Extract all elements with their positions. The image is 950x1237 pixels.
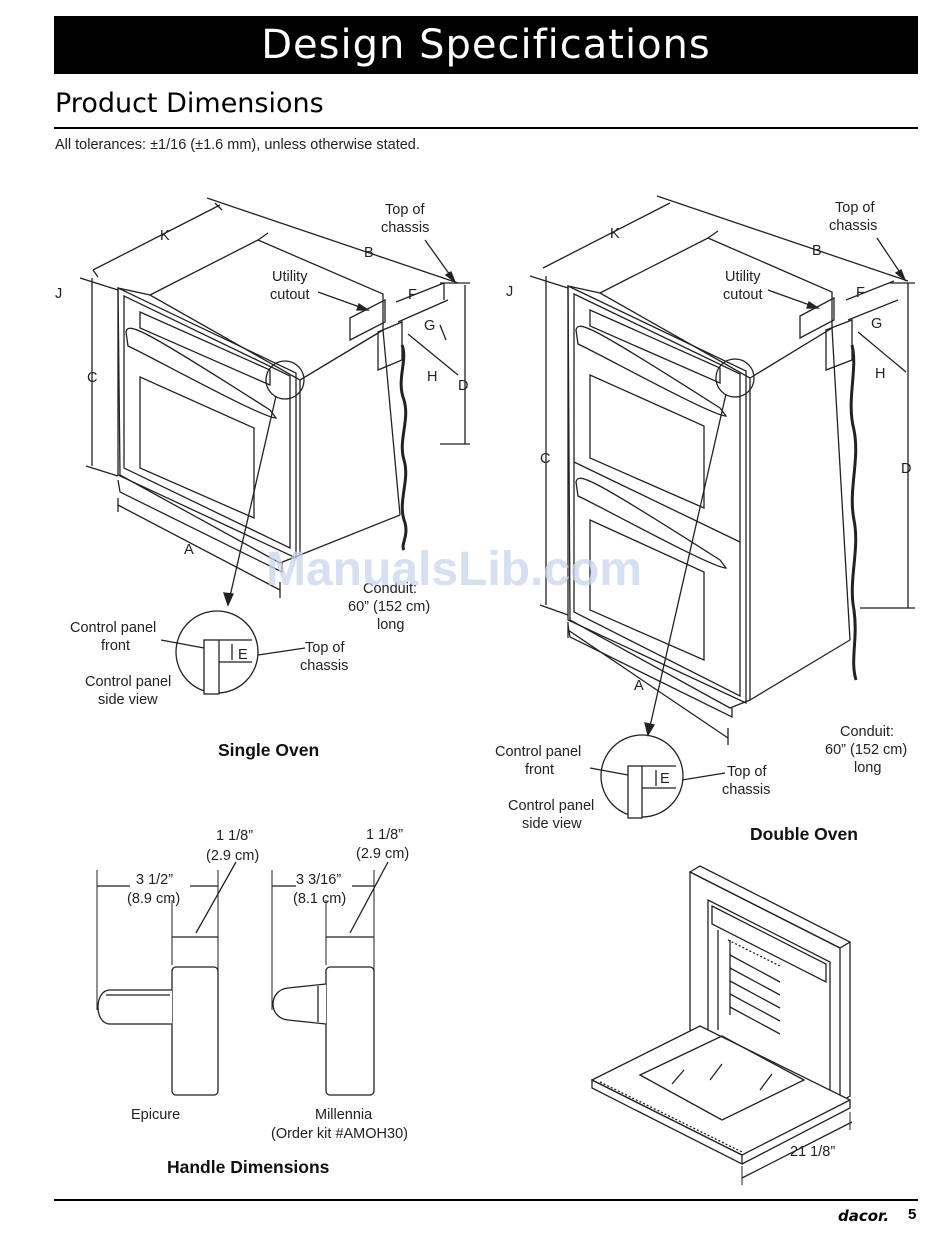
double-cp-front-1: Control panel (495, 744, 581, 760)
page-banner: Design Specifications (54, 16, 918, 74)
watermark: ManualsLib.com (266, 543, 642, 596)
double-oven-diagram (529, 195, 915, 819)
single-utility-2: cutout (270, 287, 310, 303)
single-oven-diagram (79, 197, 470, 695)
double-dim-k: K (610, 226, 620, 242)
millennia-depth-1: 3 3/16” (296, 872, 341, 888)
single-conduit-2: 60” (152 cm) (348, 599, 430, 615)
millennia-kit: (Order kit #AMOH30) (271, 1126, 408, 1142)
single-dim-a: A (184, 542, 194, 558)
double-cp-side-2: side view (522, 816, 582, 832)
double-utility-2: cutout (723, 287, 763, 303)
open-door-dimension: 21 1/8” (790, 1144, 835, 1160)
footer-divider (54, 1199, 918, 1201)
millennia-offset-1: 1 1/8” (366, 827, 403, 843)
single-cp-front-1: Control panel (70, 620, 156, 636)
epicure-offset-2: (2.9 cm) (206, 848, 259, 864)
single-dim-k: K (160, 228, 170, 244)
millennia-depth-2: (8.1 cm) (293, 891, 346, 907)
single-conduit-3: long (377, 617, 404, 633)
double-dim-d: D (901, 461, 911, 477)
page-number: 5 (908, 1206, 917, 1223)
tolerance-note: All tolerances: ±1/16 (±1.6 mm), unless … (55, 137, 420, 153)
double-dim-f: F (856, 285, 865, 301)
double-detail-top-2: chassis (722, 782, 770, 798)
double-dim-c: C (540, 451, 550, 467)
double-utility-1: Utility (725, 269, 761, 285)
double-conduit-3: long (854, 760, 881, 776)
single-dim-g: G (424, 318, 435, 334)
single-cp-front-2: front (101, 638, 130, 654)
brand-logo: dacor. (838, 1207, 890, 1225)
handle-dimensions-diagram (96, 861, 389, 1096)
epicure-name: Epicure (131, 1107, 180, 1123)
single-dim-f: F (408, 287, 417, 303)
single-detail-top-2: chassis (300, 658, 348, 674)
double-cp-front-2: front (525, 762, 554, 778)
single-oven-caption: Single Oven (218, 740, 319, 760)
single-top-chassis-1: Top of (385, 202, 425, 218)
open-door-oven-diagram (590, 865, 853, 1185)
single-dim-e: E (238, 647, 248, 663)
double-top-chassis-1: Top of (835, 200, 875, 216)
single-dim-d: D (458, 378, 468, 394)
section-title: Product Dimensions (55, 88, 324, 119)
double-dim-a: A (634, 678, 644, 694)
double-dim-h: H (875, 366, 885, 382)
double-cp-side-1: Control panel (508, 798, 594, 814)
single-detail-top-1: Top of (305, 640, 345, 656)
single-conduit-1: Conduit: (363, 581, 417, 597)
double-top-chassis-2: chassis (829, 218, 877, 234)
single-cp-side-1: Control panel (85, 674, 171, 690)
millennia-offset-2: (2.9 cm) (356, 846, 409, 862)
single-dim-h: H (427, 369, 437, 385)
epicure-depth-2: (8.9 cm) (127, 891, 180, 907)
double-dim-e: E (660, 771, 670, 787)
banner-title: Design Specifications (261, 22, 711, 68)
single-top-chassis-2: chassis (381, 220, 429, 236)
epicure-depth-1: 3 1/2” (136, 872, 173, 888)
single-cp-side-2: side view (98, 692, 158, 708)
section-divider (54, 127, 918, 129)
single-dim-j: J (55, 286, 62, 302)
millennia-name: Millennia (315, 1107, 373, 1123)
single-dim-c: C (87, 370, 97, 386)
double-conduit-1: Conduit: (840, 724, 894, 740)
handle-dimensions-caption: Handle Dimensions (167, 1157, 330, 1177)
double-dim-g: G (871, 316, 882, 332)
double-oven-caption: Double Oven (750, 824, 858, 844)
epicure-offset-1: 1 1/8” (216, 828, 253, 844)
single-utility-1: Utility (272, 269, 308, 285)
double-dim-b: B (812, 243, 822, 259)
single-dim-b: B (364, 245, 374, 261)
double-conduit-2: 60” (152 cm) (825, 742, 907, 758)
double-dim-j: J (506, 284, 513, 300)
double-detail-top-1: Top of (727, 764, 767, 780)
